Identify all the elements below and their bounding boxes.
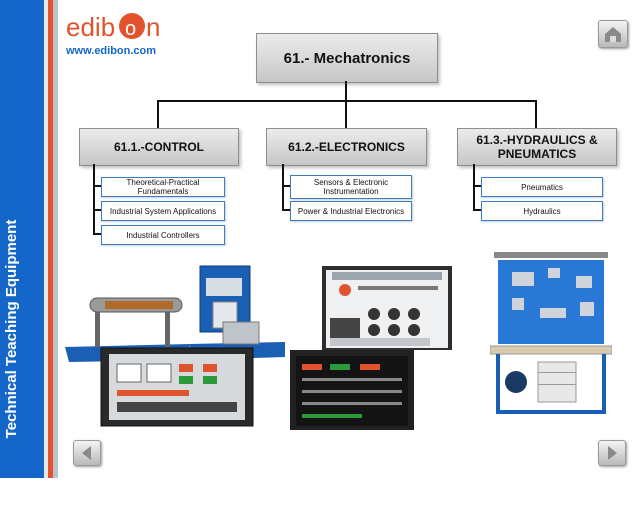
previous-page-button[interactable] — [73, 440, 101, 466]
edibon-logo: edib o n — [66, 12, 160, 42]
tree-connector — [345, 81, 347, 101]
subcategory-item[interactable]: Pneumatics — [481, 177, 603, 197]
tree-connector — [282, 185, 290, 187]
subcategory-item[interactable]: Theoretical-Practical Fundamentals — [101, 177, 225, 197]
control-equipment-image[interactable] — [65, 262, 287, 428]
tree-connector — [93, 233, 101, 235]
svg-text:n: n — [146, 12, 160, 42]
sidebar-label: Technical Teaching Equipment — [3, 219, 20, 439]
subcategory-item[interactable]: Industrial System Applications — [101, 201, 225, 221]
tree-connector — [345, 100, 347, 128]
tree-connector — [473, 185, 481, 187]
sidebar-stripe — [44, 0, 48, 478]
brand-url[interactable]: www.edibon.com — [66, 45, 157, 57]
category-hydraulics-pneumatics[interactable]: 61.3.-HYDRAULICS & PNEUMATICS — [457, 128, 617, 166]
subcategory-item[interactable]: Sensors & Electronic Instrumentation — [290, 175, 412, 199]
tree-connector — [157, 100, 159, 128]
page-title: 61.- Mechatronics — [256, 33, 438, 83]
arrow-left-icon — [82, 446, 91, 460]
subcategory-item[interactable]: Hydraulics — [481, 201, 603, 221]
sidebar-stripe-accent — [48, 0, 53, 478]
tree-connector — [473, 209, 481, 211]
tree-connector — [282, 209, 290, 211]
category-control[interactable]: 61.1.-CONTROL — [79, 128, 239, 166]
tree-connector — [473, 164, 475, 210]
home-icon — [605, 27, 621, 42]
hydraulics-pneumatics-equipment-image[interactable] — [490, 250, 612, 422]
subcategory-item[interactable]: Industrial Controllers — [101, 225, 225, 245]
svg-text:o: o — [125, 18, 136, 40]
subcategory-item[interactable]: Power & Industrial Electronics — [290, 201, 412, 221]
tree-connector — [535, 100, 537, 128]
tree-connector — [282, 164, 284, 210]
next-page-button[interactable] — [598, 440, 626, 466]
sidebar-stripe — [53, 0, 58, 478]
arrow-right-icon — [608, 446, 617, 460]
tree-connector — [93, 164, 95, 234]
tree-connector — [93, 209, 101, 211]
category-electronics[interactable]: 61.2.-ELECTRONICS — [266, 128, 427, 166]
svg-text:edib: edib — [66, 12, 115, 42]
electronics-equipment-image[interactable] — [290, 266, 460, 430]
home-button[interactable] — [598, 20, 628, 48]
tree-connector — [93, 185, 101, 187]
